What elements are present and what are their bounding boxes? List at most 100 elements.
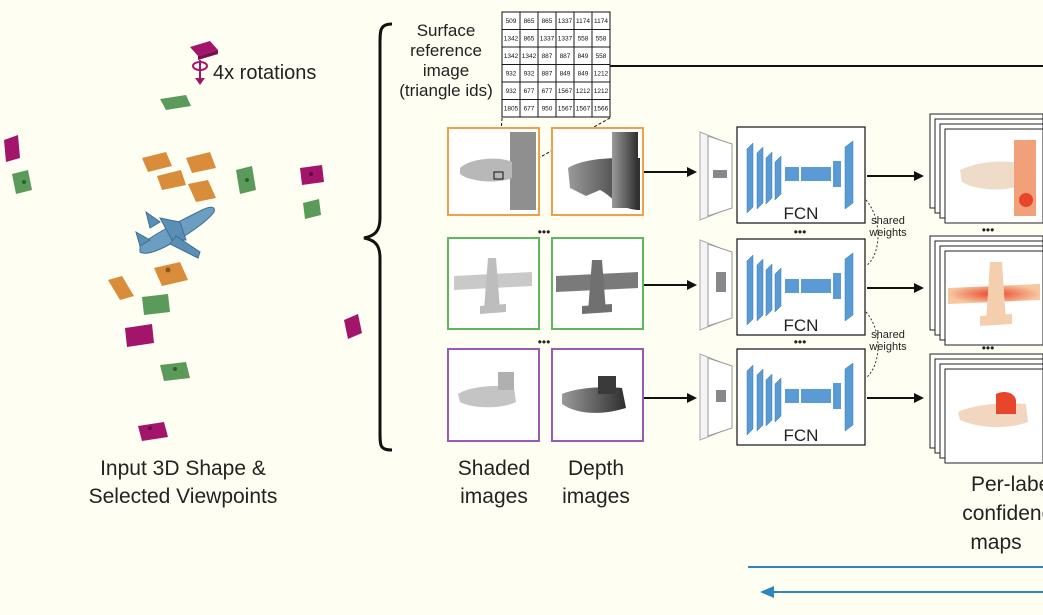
ellipsis: ••• [538,225,551,239]
fcn-layer [746,254,754,326]
table-cell-value: 849 [578,53,589,60]
shared-weights-link [865,311,879,379]
ellipsis: ••• [538,335,551,349]
shaded-image-2 [447,237,540,330]
fcn-label: FCN [784,204,819,223]
table-cell-value: 558 [596,53,607,60]
fcn-layer [785,389,799,403]
table-cell-value: 1212 [576,88,591,95]
reference-title-line-1: Surface [417,21,476,40]
fcn-layer [765,373,773,427]
table-cell-value: 1805 [504,106,519,113]
camera-orange [188,180,216,202]
depth-image-1 [551,127,644,216]
fcn-layer [756,258,764,322]
fcn-layer [785,167,799,181]
shared-weights-label-2b: weights [868,341,907,353]
confidence-map-stack-3 [929,353,1043,464]
depth-caption-line-2: images [562,485,630,508]
depth-image-3 [551,348,644,442]
fcn-layer [801,389,831,403]
table-cell-value: 1212 [594,71,609,78]
shaded-image-3 [447,348,540,442]
camera-green [303,199,321,219]
table-cell-value: 558 [596,36,607,43]
table-cell-value: 1212 [594,88,609,95]
fcn-layer [774,377,782,423]
ellipsis: ••• [982,341,995,355]
ellipsis: ••• [982,223,995,237]
fcn-layer [765,263,773,317]
table-cell-value: 1566 [594,106,609,113]
fcn-layer [833,383,841,409]
shaded-caption-line-2: images [460,485,528,508]
table-cell-value: 950 [542,106,553,113]
table-cell-value: 1337 [558,18,573,25]
table-cell-value: 1567 [558,106,573,113]
table-cell-value: 558 [578,36,589,43]
fcn-label: FCN [784,426,819,445]
viewpoint-scene: 4x rotations Input 3D Shape & Selecte [4,41,362,508]
fcn-layer [756,368,764,432]
input-stack-2 [699,239,733,331]
camera-magenta [125,324,154,347]
shared-weights-label-1b: weights [868,227,907,239]
input-stack-3 [699,353,733,441]
reference-title-line-4: (triangle ids) [399,81,493,100]
fcn-layer [844,362,854,432]
fcn-layer [765,151,773,205]
confidence-map-stack-2 [929,235,1043,346]
table-cell-value: 677 [524,88,535,95]
camera-orange [157,170,186,190]
fcn-layer [774,155,782,201]
table-cell-value: 849 [560,71,571,78]
reference-title-line-3: image [423,61,469,80]
table-cell [591,99,611,118]
airplane-shape [135,206,215,259]
table-cell-value: 849 [578,71,589,78]
reference-title: Surface reference image (triangle ids) [399,21,493,100]
camera-magenta [344,314,362,339]
table-cell-value: 509 [506,18,517,25]
table-cell-value: 932 [506,71,517,78]
rotation-arrow-icon [192,60,208,85]
table-cell-value: 1567 [558,88,573,95]
table-cell-value: 932 [524,71,535,78]
grouping-brace [363,22,393,452]
table-cell-value: 932 [506,88,517,95]
table-cell-value: 1567 [576,106,591,113]
camera-magenta [138,422,168,441]
table-cell-value: 1337 [540,36,555,43]
fcn-layer [746,364,754,436]
fcn-layer [801,167,831,181]
table-cell-value: 865 [542,18,553,25]
camera-magenta [4,135,20,162]
fcn-box: FCN [736,126,866,224]
camera-green [160,95,191,110]
camera-orange [186,152,216,173]
fcn-layer [801,279,831,293]
shared-weights-label-1a: shared [871,215,905,227]
table-cell-value: 1174 [594,18,608,25]
input-stack-1 [699,131,733,221]
shaded-image-1 [447,127,540,216]
table-cell-value: 1174 [576,18,590,25]
camera-green [160,362,190,381]
camera-orange [108,276,134,300]
perlabel-caption-line-3: maps [970,531,1021,554]
table-cell-value: 1342 [504,53,519,60]
rotation-label: 4x rotations [213,62,316,84]
perlabel-caption-line-1: Per-label [971,473,1043,496]
table-cell-value: 887 [542,71,553,78]
fcn-layer [833,161,841,187]
fcn-layer [746,142,754,214]
camera-green [12,170,32,194]
fcn-layer [833,273,841,299]
camera-orange [154,262,188,286]
depth-image-2 [551,237,644,330]
camera-green [236,166,256,194]
camera-magenta-top [190,41,218,60]
